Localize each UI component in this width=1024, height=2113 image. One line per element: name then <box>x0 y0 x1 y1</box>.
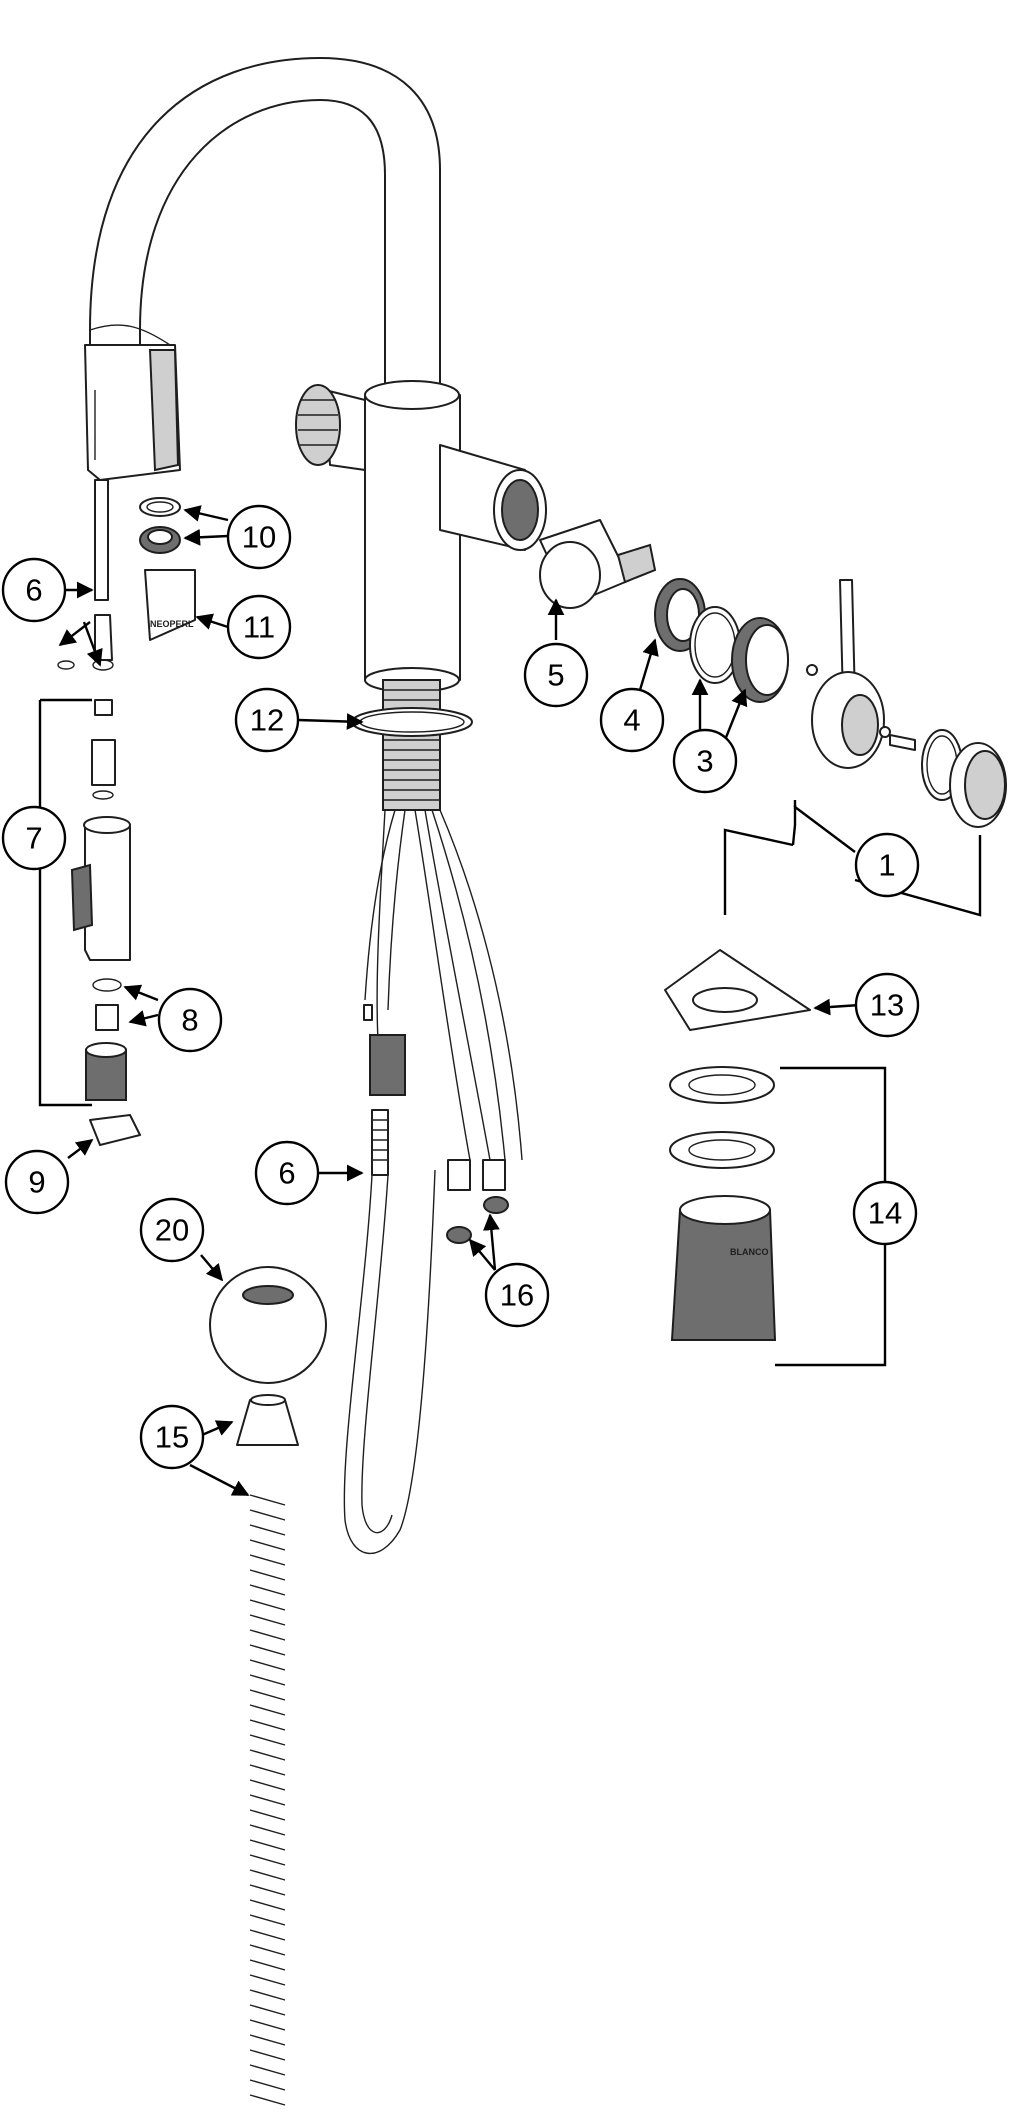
ball-weight <box>209 1266 327 1384</box>
o-ring-and-cap <box>689 606 789 703</box>
tool-brand-label: NEOPERL <box>150 619 194 629</box>
callout-4-label: 4 <box>623 703 640 738</box>
cartridge <box>539 519 657 609</box>
callout-6a: 6 <box>1 557 67 623</box>
callout-15-label: 15 <box>155 1420 189 1455</box>
faucet-spout <box>89 57 441 401</box>
callout-14: 14 <box>852 1180 918 1246</box>
clip-9 <box>89 1114 141 1146</box>
callout-20: 20 <box>139 1197 205 1263</box>
spring-cone <box>236 1394 299 1446</box>
callout-12-label: 12 <box>250 703 284 738</box>
callout-8-label: 8 <box>181 1003 198 1038</box>
callout-12: 12 <box>234 687 300 753</box>
callout-20-label: 20 <box>155 1213 189 1248</box>
callout-7-label: 7 <box>25 821 42 856</box>
callout-14-label: 14 <box>868 1196 902 1231</box>
callout-10: 10 <box>226 504 292 570</box>
callout-16-label: 16 <box>500 1278 534 1313</box>
callout-3-label: 3 <box>696 744 713 779</box>
spray-head <box>84 344 181 601</box>
hose-connectors <box>446 1159 509 1244</box>
callout-11-label: 11 <box>243 610 275 645</box>
callout-10-label: 10 <box>242 520 276 555</box>
faucet-body <box>295 380 547 693</box>
lever-handle <box>806 579 1007 828</box>
callout-9-label: 9 <box>28 1165 45 1200</box>
callout-8: 8 <box>157 987 223 1053</box>
callout-5-label: 5 <box>547 658 564 693</box>
nut-brand-label: BLANCO <box>730 1247 769 1257</box>
callout-7: 7 <box>1 805 67 871</box>
callout-11: 11 <box>226 594 292 660</box>
callout-16: 16 <box>484 1262 550 1328</box>
mounting-washers <box>669 1066 775 1169</box>
callout-9: 9 <box>4 1149 70 1215</box>
callout-1: 1 <box>854 832 920 898</box>
callout-6b: 6 <box>254 1140 320 1206</box>
threaded-shank <box>351 679 473 811</box>
coil-spring <box>249 1494 286 2106</box>
callout-13: 13 <box>854 972 920 1038</box>
aerator-parts: NEOPERL <box>139 497 196 641</box>
callout-5: 5 <box>523 642 589 708</box>
callout-1-label: 1 <box>878 848 895 883</box>
callout-4: 4 <box>599 687 665 753</box>
callout-3: 3 <box>672 728 738 794</box>
callout-15: 15 <box>139 1404 205 1470</box>
supply-hoses <box>343 809 523 1555</box>
callout-6b-label: 6 <box>278 1156 295 1191</box>
callout-13-label: 13 <box>870 988 904 1023</box>
spray-head-assembly-7 <box>70 699 131 1101</box>
callout-6a-label: 6 <box>25 573 42 608</box>
deck-plate <box>664 949 811 1031</box>
mounting-nut: BLANCO <box>670 1195 777 1341</box>
